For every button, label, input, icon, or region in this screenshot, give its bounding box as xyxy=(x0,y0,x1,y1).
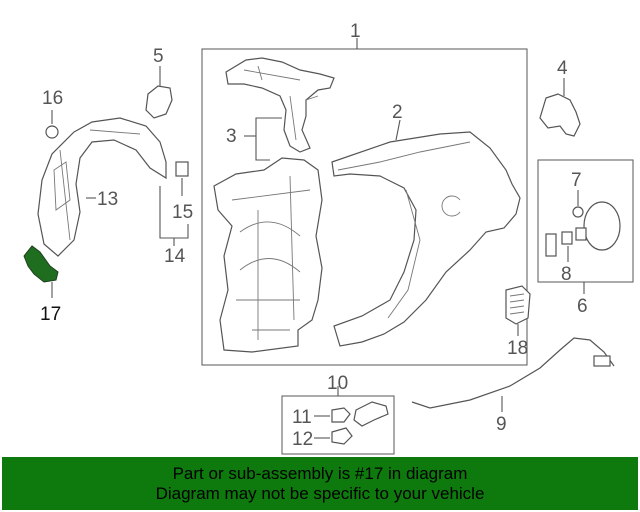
callout-16[interactable]: 16 xyxy=(42,88,63,109)
bracket-part-4[interactable] xyxy=(539,93,581,137)
callout-2[interactable]: 2 xyxy=(392,102,403,123)
highlighted-bracket-part-17[interactable] xyxy=(23,245,59,283)
fender-liner[interactable] xyxy=(37,117,167,257)
lock-actuator[interactable] xyxy=(353,401,389,427)
fuel-door-cable[interactable] xyxy=(411,337,615,409)
callout-14[interactable]: 14 xyxy=(164,246,186,267)
inner-wheelhouse-lower[interactable] xyxy=(213,157,323,353)
callout-6[interactable]: 6 xyxy=(577,296,588,317)
fuel-door-clip-a[interactable] xyxy=(545,233,557,257)
grommet-part-16[interactable] xyxy=(45,125,59,139)
callout-17[interactable]: 17 xyxy=(40,304,61,325)
callout-15[interactable]: 15 xyxy=(172,202,193,223)
fuel-door-lid[interactable] xyxy=(583,201,621,251)
fuel-door-clip-b[interactable] xyxy=(561,231,573,245)
callout-1[interactable]: 1 xyxy=(350,21,361,42)
part-12[interactable] xyxy=(331,427,353,445)
callout-13[interactable]: 13 xyxy=(97,189,118,210)
banner-line-2: Diagram may not be specific to your vehi… xyxy=(155,483,485,503)
part-11[interactable] xyxy=(331,407,351,423)
clip-part-15[interactable] xyxy=(175,161,189,177)
cover-part-5[interactable] xyxy=(145,85,173,119)
parts-diagram: 1 2 3 4 5 16 13 15 14 17 6 7 xyxy=(23,21,634,455)
callout-4[interactable]: 4 xyxy=(557,58,568,79)
callout-10[interactable]: 10 xyxy=(327,373,348,394)
quarter-panel-group-box xyxy=(201,48,528,366)
callout-18[interactable]: 18 xyxy=(507,338,528,359)
callout-12[interactable]: 12 xyxy=(292,429,313,450)
vent-part-18[interactable] xyxy=(505,285,531,325)
callout-11[interactable]: 11 xyxy=(292,407,312,428)
fuel-door-group-box xyxy=(537,159,634,283)
callout-7[interactable]: 7 xyxy=(571,170,582,191)
outer-quarter-panel[interactable] xyxy=(331,131,521,347)
fuel-door-clip-c[interactable] xyxy=(575,227,587,241)
info-banner: Part or sub-assembly is #17 in diagram D… xyxy=(2,457,638,510)
callout-8[interactable]: 8 xyxy=(561,264,572,285)
fuel-door-pad[interactable] xyxy=(572,206,584,218)
banner-line-1: Part or sub-assembly is #17 in diagram xyxy=(172,463,468,483)
callout-5[interactable]: 5 xyxy=(153,46,164,67)
cable-end-connector[interactable] xyxy=(593,355,611,367)
inner-reinforcement-upper[interactable] xyxy=(225,57,335,153)
callout-3[interactable]: 3 xyxy=(226,126,237,147)
callout-9[interactable]: 9 xyxy=(496,414,507,435)
